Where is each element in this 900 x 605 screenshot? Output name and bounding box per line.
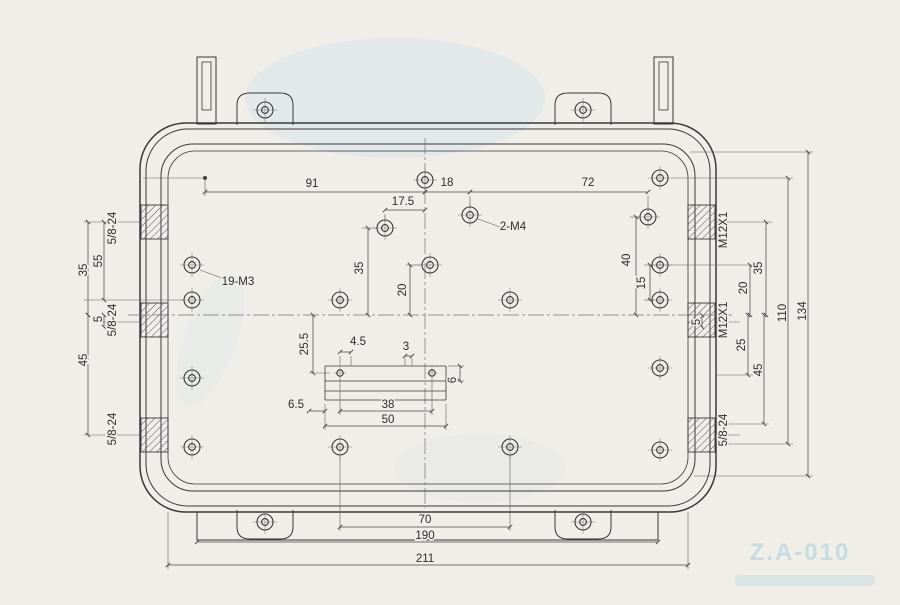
screw-hole-m3 <box>179 252 205 278</box>
screw-hole <box>327 434 353 460</box>
dim-40: 40 <box>621 254 633 267</box>
enclosure-wall-inner <box>167 150 689 485</box>
mounting-ear-bottom-right <box>554 510 612 540</box>
port-left-mid <box>140 302 169 338</box>
dim-38: 38 <box>382 399 395 411</box>
thread-right-top: M12X1 <box>718 212 730 248</box>
thread-right-mid: M12X1 <box>718 302 730 338</box>
enclosure-outer-edge <box>139 122 717 513</box>
port-left-top <box>140 204 169 240</box>
callout-19-m3: 19-M3 <box>222 276 255 288</box>
watermark-code: Z.A-010 <box>750 539 851 566</box>
watermark-blobs <box>175 38 875 586</box>
watermark-blob <box>175 273 245 407</box>
dim-55: 55 <box>93 255 105 268</box>
screw-hole <box>179 434 205 460</box>
callout-2-m4: 2-M4 <box>500 221 527 233</box>
thread-left-mid: 5/8-24 <box>107 303 119 336</box>
screw-hole <box>647 165 673 191</box>
thread-left-bottom: 5/8-24 <box>107 412 119 445</box>
dim-25-right: 25 <box>736 339 748 352</box>
screw-hole <box>412 167 438 193</box>
thread-left-top: 5/8-24 <box>107 211 119 244</box>
port-right-top <box>687 204 716 240</box>
clip-top-left <box>196 56 217 125</box>
extension-lines <box>84 151 813 569</box>
watermark-blob <box>395 434 565 502</box>
dimension-lines <box>85 149 811 568</box>
port-right-bottom <box>687 417 716 453</box>
slot-hole <box>425 366 439 380</box>
dim-211: 211 <box>416 553 434 565</box>
mounting-ear-top-left <box>236 92 294 125</box>
centerlines <box>128 138 732 508</box>
dim-3: 3 <box>403 341 409 353</box>
screw-hole <box>647 437 673 463</box>
dim-35-left: 35 <box>78 264 90 277</box>
dim-45-right: 45 <box>753 364 765 377</box>
mounting-ear-top-right <box>554 92 612 125</box>
ear-hole <box>570 509 596 535</box>
cable-ports <box>140 204 716 453</box>
ear-hole <box>252 509 278 535</box>
screw-hole <box>497 287 523 313</box>
dim-134: 134 <box>797 301 809 321</box>
screw-hole <box>647 355 673 381</box>
dim-190: 190 <box>415 530 434 542</box>
dim-6-5: 6.5 <box>288 399 304 411</box>
clip-top-right <box>653 56 674 125</box>
dim-20-center: 20 <box>397 284 409 297</box>
dim-45-left: 45 <box>78 354 90 367</box>
dim-5-right: 5 <box>691 319 703 325</box>
ear-hole <box>570 97 596 123</box>
port-left-bottom <box>140 417 169 453</box>
dim-35-center: 35 <box>354 262 366 275</box>
dim-110: 110 <box>777 304 789 322</box>
dim-5-left: 5 <box>93 316 105 322</box>
slot-hole <box>333 366 347 380</box>
clip-slot <box>201 61 212 111</box>
dim-17-5: 17.5 <box>392 196 414 208</box>
clip-outer <box>653 56 674 125</box>
watermark-blob <box>245 38 545 158</box>
dim-4-5: 4.5 <box>350 336 366 348</box>
watermark-smallprint-blur <box>735 575 875 586</box>
slot-feature <box>324 365 447 401</box>
leader-19-m3 <box>199 269 231 282</box>
thread-right-bottom: 5/8-24 <box>718 413 730 446</box>
dim-20-right: 20 <box>738 282 750 295</box>
dim-72: 72 <box>582 177 595 189</box>
clip-outer <box>196 56 217 125</box>
dim-35-right: 35 <box>753 262 765 275</box>
dim-15: 15 <box>636 277 648 290</box>
dim-6: 6 <box>447 377 459 383</box>
screw-hole <box>327 287 353 313</box>
dim-50: 50 <box>382 414 395 426</box>
screw-hole <box>417 252 443 278</box>
dim-91: 91 <box>306 178 319 190</box>
clip-slot <box>658 61 669 111</box>
leader-2-m4 <box>477 218 501 228</box>
dim-25-5: 25.5 <box>299 333 311 355</box>
mounting-ear-bottom-left <box>236 510 294 540</box>
dim-18: 18 <box>441 177 454 189</box>
dim-70: 70 <box>419 514 432 526</box>
